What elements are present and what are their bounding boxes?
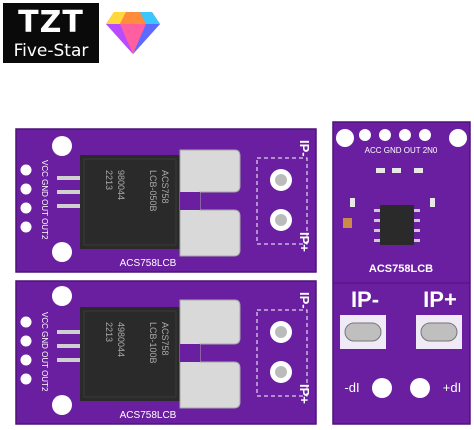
- brand-name: TZT: [18, 5, 84, 40]
- tl-chip-line1: ACS758: [160, 170, 170, 204]
- diamond-icon: [106, 12, 160, 54]
- bl-board-label: ACS758LCB: [120, 410, 177, 421]
- tl-terminal-plus: IP+: [297, 232, 312, 252]
- tl-terminal-minus: IP-: [297, 140, 312, 157]
- tl-board-label: ACS758LCB: [120, 258, 177, 269]
- bl-chip-line3: 4980044: [116, 322, 126, 357]
- right-terminal-minus: IP-: [351, 287, 379, 312]
- board-right: ACC GND OUT 2N0 ACS758LCB IP- IP+ -dI +d…: [332, 121, 471, 425]
- right-pin-labels: ACC GND OUT 2N0: [365, 146, 438, 155]
- brand-tagline: Five-Star: [13, 41, 89, 61]
- bl-pin-labels: VCC GND OUT OUT2: [40, 312, 49, 392]
- board-top-left: VCC GND OUT OUT2 ACS758 LCB-050B 980044 …: [15, 128, 317, 273]
- bl-chip-line1: ACS758: [160, 322, 170, 356]
- right-pad-plus: +dI: [443, 380, 461, 395]
- right-terminal-plus: IP+: [423, 287, 457, 312]
- tl-pin-labels: VCC GND OUT OUT2: [40, 160, 49, 240]
- brand-logo: TZT Five-Star: [3, 3, 99, 63]
- bl-terminal-plus: IP+: [297, 384, 312, 404]
- bl-terminal-minus: IP-: [297, 292, 312, 309]
- right-board-label: ACS758LCB: [369, 263, 433, 275]
- tl-chip-line3: 980044: [116, 170, 126, 200]
- tl-chip-line2: LCB-050B: [148, 170, 158, 212]
- board-bottom-left: VCC GND OUT OUT2 ACS758 LCB-100B 4980044…: [15, 280, 317, 425]
- bl-chip-line4: 2213: [104, 322, 114, 342]
- bl-chip-line2: LCB-100B: [148, 322, 158, 364]
- tl-chip-line4: 2213: [104, 170, 114, 190]
- right-pad-minus: -dI: [344, 380, 359, 395]
